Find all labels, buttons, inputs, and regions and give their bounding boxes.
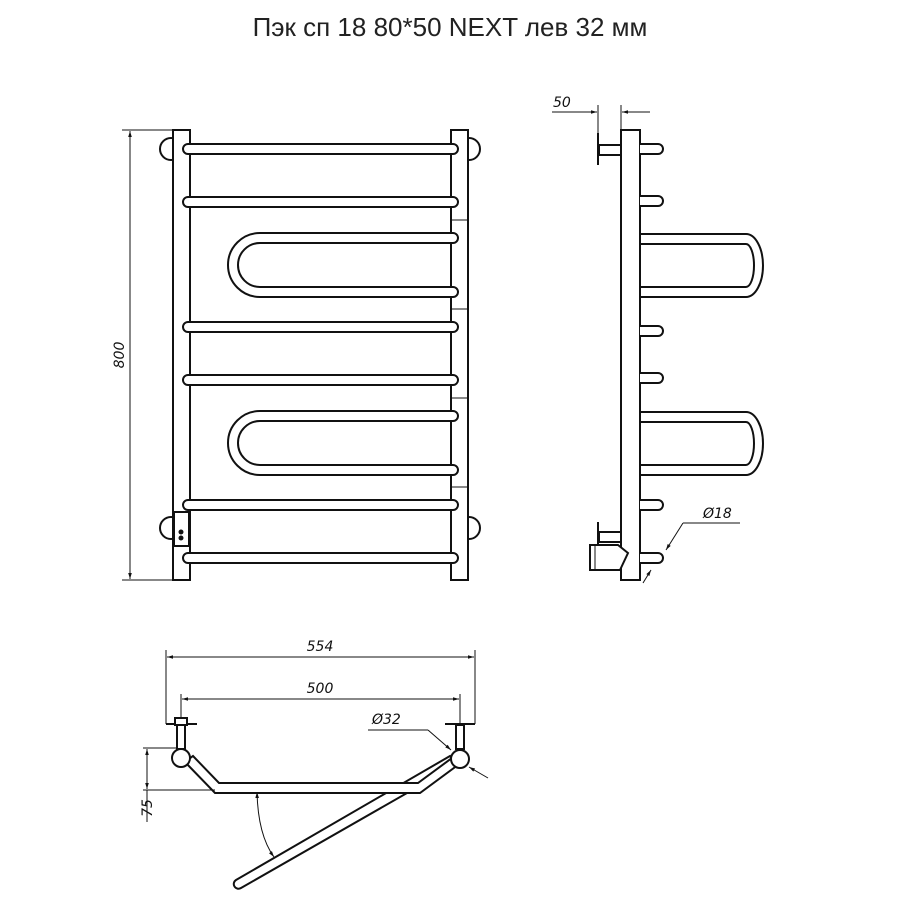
side-view: 50 Ø18 xyxy=(552,95,764,584)
post-diameter-label: Ø32 xyxy=(371,712,401,728)
center-distance-label: 500 xyxy=(307,681,334,697)
rung-diameter-label: Ø18 xyxy=(702,506,732,522)
rung xyxy=(182,499,459,511)
heater-element xyxy=(589,544,630,571)
offset-label: 50 xyxy=(553,95,571,111)
u-bend-upper xyxy=(227,232,459,298)
left-post xyxy=(172,129,191,581)
straight-rungs xyxy=(182,143,459,564)
post-diameter-dimension: Ø32 xyxy=(368,712,489,779)
u-bend-lower xyxy=(227,410,459,476)
connector-right xyxy=(455,724,465,750)
rung-diameter-dimension: Ø18 xyxy=(642,506,740,584)
depth-label: 75 xyxy=(140,799,156,817)
post-right-section xyxy=(450,749,470,769)
rung xyxy=(182,143,459,155)
rung xyxy=(182,374,459,386)
rung xyxy=(182,552,459,564)
indicator-icon xyxy=(178,529,184,535)
right-post-segments xyxy=(451,219,468,488)
depth-dimension: 75 xyxy=(140,747,215,822)
drawing-title: Пэк сп 18 80*50 NEXT лев 32 мм xyxy=(252,12,648,42)
swing-angle-arc xyxy=(255,791,275,858)
heater-control-block xyxy=(173,511,190,547)
nut-left xyxy=(174,717,188,726)
post-left-section xyxy=(171,748,191,768)
height-label: 800 xyxy=(112,342,128,369)
rung-stubs xyxy=(640,143,664,564)
rung xyxy=(182,321,459,333)
wall-connector-bottom xyxy=(598,531,622,543)
height-dimension: 800 xyxy=(112,129,173,581)
wall-connector-top xyxy=(598,144,622,156)
overall-width-label: 554 xyxy=(307,639,334,655)
connector-left xyxy=(176,724,186,750)
swing-arm xyxy=(232,754,458,890)
top-view: 554 500 Ø32 75 xyxy=(140,639,489,890)
width-dimension: 554 xyxy=(165,639,476,724)
offset-dimension: 50 xyxy=(552,95,650,133)
side-post xyxy=(620,129,641,581)
rung xyxy=(182,196,459,208)
side-u-bend-lower xyxy=(639,411,764,476)
indicator-icon xyxy=(178,535,184,541)
side-u-bend-upper xyxy=(639,233,764,298)
center-distance-dimension: 500 xyxy=(180,681,461,724)
front-view: 800 xyxy=(112,129,481,581)
